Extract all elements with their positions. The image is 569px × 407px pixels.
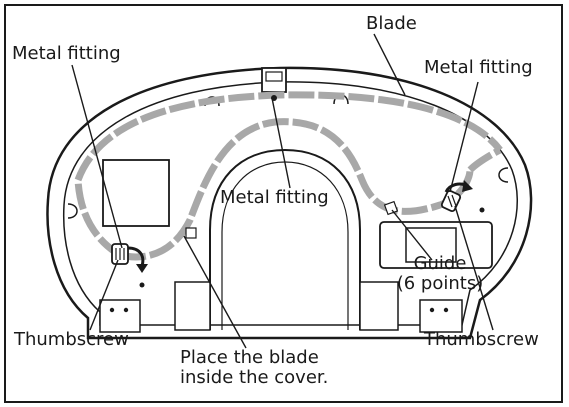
guide-point bbox=[383, 200, 399, 216]
cover-center-opening bbox=[209, 148, 361, 330]
right-foot bbox=[419, 299, 463, 333]
left-window bbox=[102, 159, 170, 227]
label-metal-fitting-left: Metal fitting bbox=[12, 43, 121, 64]
leader-guide bbox=[391, 209, 433, 261]
leader-blade bbox=[373, 33, 406, 96]
label-place-blade-line2: inside the cover. bbox=[180, 366, 329, 388]
guide-point bbox=[185, 227, 197, 239]
blade-band bbox=[74, 91, 503, 182]
label-place-blade-line1: Place the blade bbox=[180, 347, 319, 368]
leader-metal-fitting-center bbox=[271, 97, 291, 189]
curved-arrow-icon bbox=[444, 180, 473, 193]
leader-thumbscrew-left bbox=[89, 259, 119, 331]
label-thumbscrew-left: Thumbscrew bbox=[14, 329, 129, 350]
label-thumbscrew-right: Thumbscrew bbox=[424, 329, 539, 350]
label-metal-fitting-center: Metal fitting bbox=[220, 187, 329, 208]
leader-place-blade bbox=[183, 235, 247, 349]
thumbscrew-icon bbox=[111, 243, 129, 265]
label-blade: Blade bbox=[366, 13, 417, 34]
curved-arrow-icon bbox=[127, 246, 148, 273]
leader-metal-fitting-left bbox=[71, 64, 123, 249]
leader-thumbscrew-right bbox=[454, 205, 494, 331]
label-guide-line1: Guide bbox=[413, 253, 467, 274]
left-foot bbox=[99, 299, 141, 333]
label-guide: Guide (6 points) bbox=[380, 254, 500, 294]
label-metal-fitting-right: Metal fitting bbox=[424, 57, 533, 78]
label-place-blade: Place the blade inside the cover. bbox=[180, 348, 328, 388]
label-guide-line2: (6 points) bbox=[396, 272, 484, 294]
leader-metal-fitting-right bbox=[449, 81, 479, 193]
